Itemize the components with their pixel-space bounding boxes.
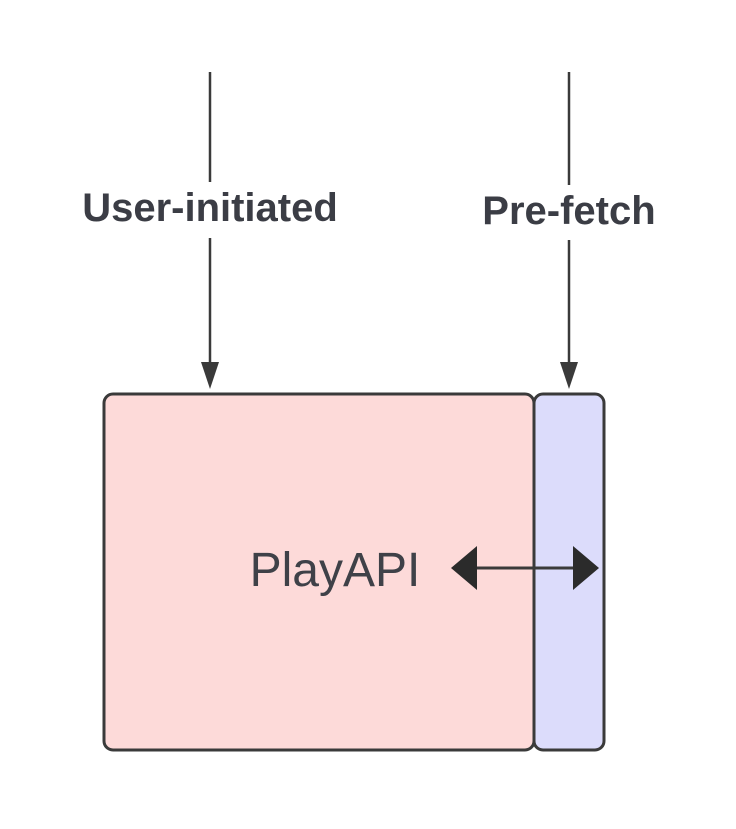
left-arrowhead-icon <box>451 546 477 590</box>
pre-fetch-arrowhead-icon <box>560 362 578 389</box>
playapi-label: PlayAPI <box>250 544 421 597</box>
user-initiated-arrow: User-initiated <box>82 72 338 389</box>
user-initiated-label: User-initiated <box>82 186 338 230</box>
user-initiated-arrowhead-icon <box>201 362 219 389</box>
prefetch-side-box <box>532 392 606 752</box>
right-arrowhead-icon <box>573 546 599 590</box>
bidirectional-arrow <box>451 546 599 590</box>
pre-fetch-label: Pre-fetch <box>482 189 655 233</box>
pre-fetch-arrow: Pre-fetch <box>482 72 656 389</box>
